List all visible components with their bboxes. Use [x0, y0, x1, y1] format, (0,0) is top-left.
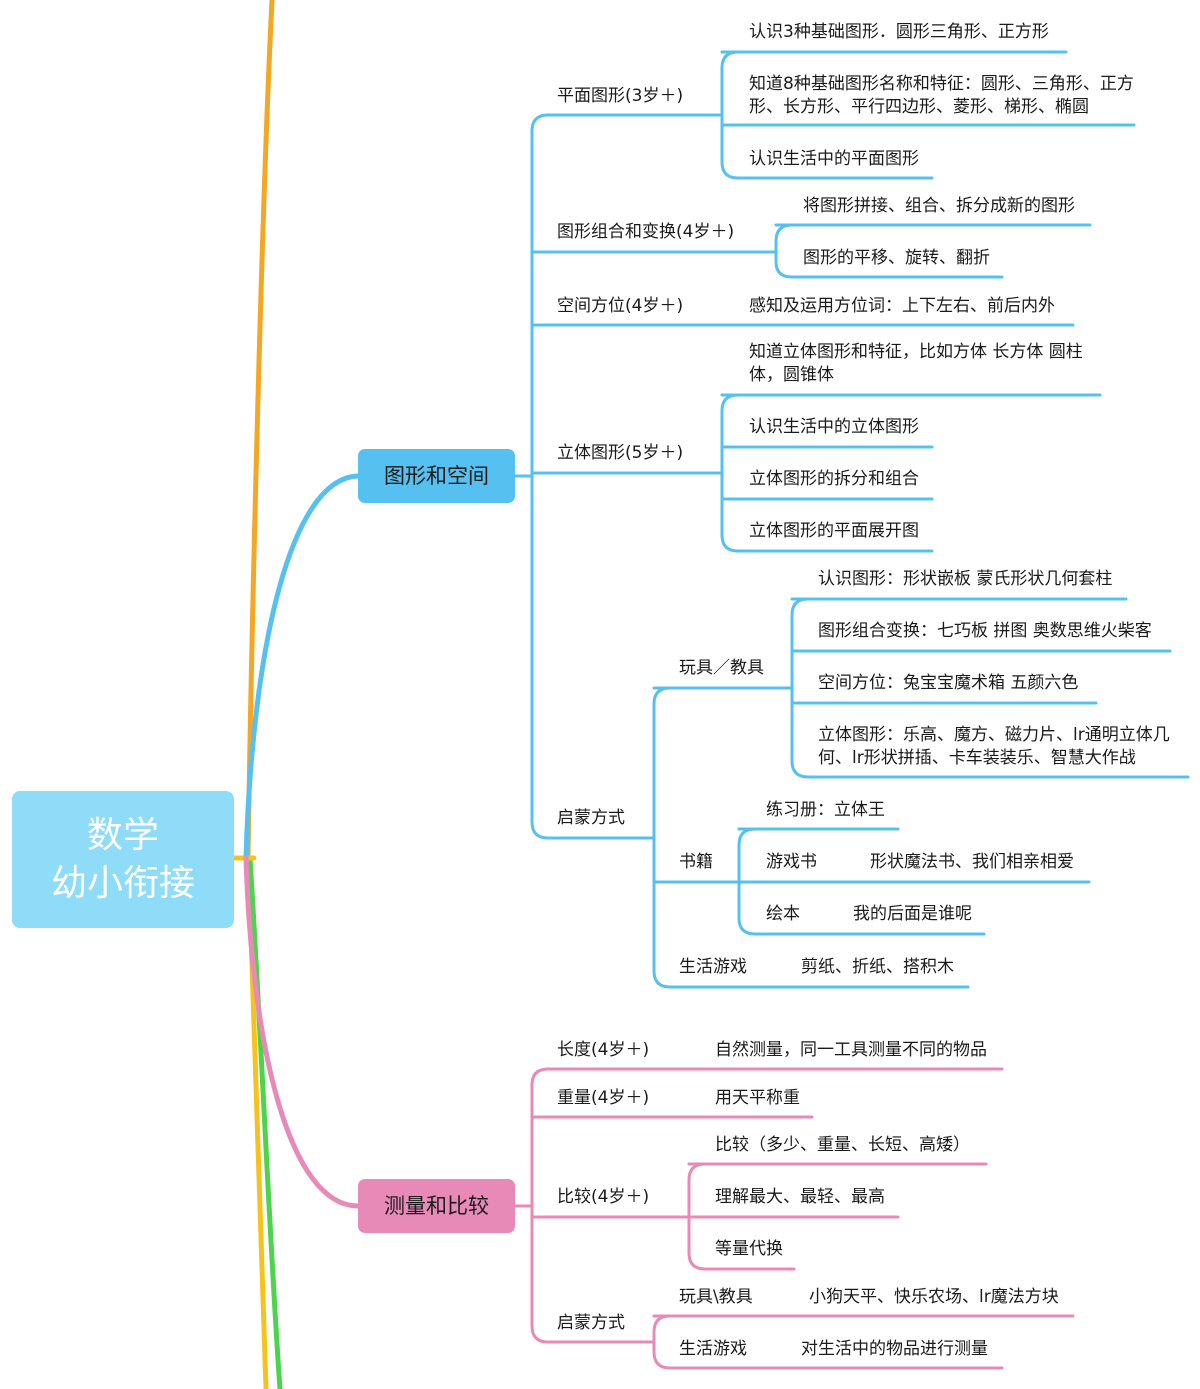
subtopic-weight[interactable]: 重量(4岁＋) [557, 1088, 650, 1108]
toys-item-1[interactable]: 认识图形：形状嵌板 蒙氏形状几何套柱 [818, 569, 1113, 589]
compare-item-1[interactable]: 比较（多少、重量、长短、高矮） [715, 1135, 970, 1155]
topic-measure-compare[interactable]: 测量和比较 [358, 1179, 515, 1233]
combo-item-1[interactable]: 将图形拼接、组合、拆分成新的图形 [803, 196, 1075, 216]
subtopic-length[interactable]: 长度(4岁＋) [557, 1040, 650, 1060]
solid-item-3[interactable]: 立体图形的拆分和组合 [749, 469, 919, 489]
compare-item-3[interactable]: 等量代换 [715, 1239, 783, 1259]
toys-sub-bracket [790, 597, 810, 779]
solid-item-2[interactable]: 认识生活中的立体图形 [749, 417, 919, 437]
pink-method-toys[interactable]: 玩具\教具 [679, 1287, 753, 1307]
method-life-games[interactable]: 生活游戏 [679, 957, 747, 977]
method-sub-bracket [652, 686, 672, 989]
root-node[interactable]: 数学 幼小衔接 [12, 791, 234, 928]
blue-spine [530, 113, 550, 840]
pink-spine [530, 1067, 550, 1344]
pink-method-toys-value[interactable]: 小狗天平、快乐农场、lr魔法方块 [809, 1287, 1059, 1307]
space-item-1[interactable]: 感知及运用方位词：上下左右、前后内外 [749, 296, 1055, 316]
pink-method-life-value[interactable]: 对生活中的物品进行测量 [801, 1339, 988, 1359]
toys-item-2[interactable]: 图形组合变换：七巧板 拼图 奥数思维火柴客 [818, 621, 1152, 641]
plane-sub-bracket [720, 50, 740, 180]
method-toys[interactable]: 玩具／教具 [679, 658, 764, 678]
topic-shape-space[interactable]: 图形和空间 [358, 449, 515, 503]
method-books[interactable]: 书籍 [679, 852, 713, 872]
books-picture-book-value[interactable]: 我的后面是谁呢 [853, 904, 972, 924]
pink-method-sub-bracket [652, 1314, 672, 1370]
plane-item-1[interactable]: 认识3种基础图形．圆形三角形、正方形 [749, 22, 1049, 42]
subtopic-method[interactable]: 启蒙方式 [557, 808, 625, 828]
blue-main-curve [243, 473, 361, 861]
life-games-value[interactable]: 剪纸、折纸、搭积木 [801, 957, 954, 977]
subtopic-solid-shapes[interactable]: 立体图形(5岁＋) [557, 443, 684, 463]
pink-method-life[interactable]: 生活游戏 [679, 1339, 747, 1359]
books-game-book-value[interactable]: 形状魔法书、我们相亲相爱 [870, 852, 1074, 872]
solid-sub-bracket [720, 393, 740, 553]
root-title-line2: 幼小衔接 [50, 862, 195, 904]
compare-item-2[interactable]: 理解最大、最轻、最高 [715, 1187, 885, 1207]
subtopic-space-position[interactable]: 空间方位(4岁＋) [557, 296, 684, 316]
root-title-line1: 数学 [86, 814, 159, 856]
subtopic-shape-combo[interactable]: 图形组合和变换(4岁＋) [557, 222, 735, 242]
toys-item-3[interactable]: 空间方位：兔宝宝魔术箱 五颜六色 [818, 673, 1079, 693]
solid-item-1[interactable]: 知道立体图形和特征，比如方体 长方体 圆柱体，圆锥体 [749, 342, 1083, 385]
combo-sub-bracket [774, 223, 794, 279]
subtopic-pink-method[interactable]: 启蒙方式 [557, 1313, 625, 1333]
toys-item-4[interactable]: 立体图形：乐高、魔方、磁力片、lr通明立体几何、lr形状拼插、卡车装装乐、智慧大… [818, 725, 1170, 768]
subtopic-plane-shapes[interactable]: 平面图形(3岁＋) [557, 86, 684, 106]
books-game-book[interactable]: 游戏书 [766, 852, 817, 872]
pink-main-curve [243, 855, 361, 1209]
subtopic-compare[interactable]: 比较(4岁＋) [557, 1187, 650, 1207]
books-workbook[interactable]: 练习册：立体王 [766, 800, 885, 820]
green-branch-line [247, 855, 283, 1389]
plane-item-2[interactable]: 知道8种基础图形名称和特征：圆形、三角形、正方形、长方形、平行四边形、菱形、梯形… [749, 74, 1134, 117]
length-value[interactable]: 自然测量，同一工具测量不同的物品 [715, 1040, 987, 1060]
combo-item-2[interactable]: 图形的平移、旋转、翻折 [803, 248, 990, 268]
orange-branch-line [245, 0, 275, 861]
weight-value[interactable]: 用天平称重 [715, 1088, 800, 1108]
plane-item-3[interactable]: 认识生活中的平面图形 [749, 149, 919, 169]
solid-item-4[interactable]: 立体图形的平面展开图 [749, 521, 919, 541]
books-picture-book[interactable]: 绘本 [766, 904, 800, 924]
